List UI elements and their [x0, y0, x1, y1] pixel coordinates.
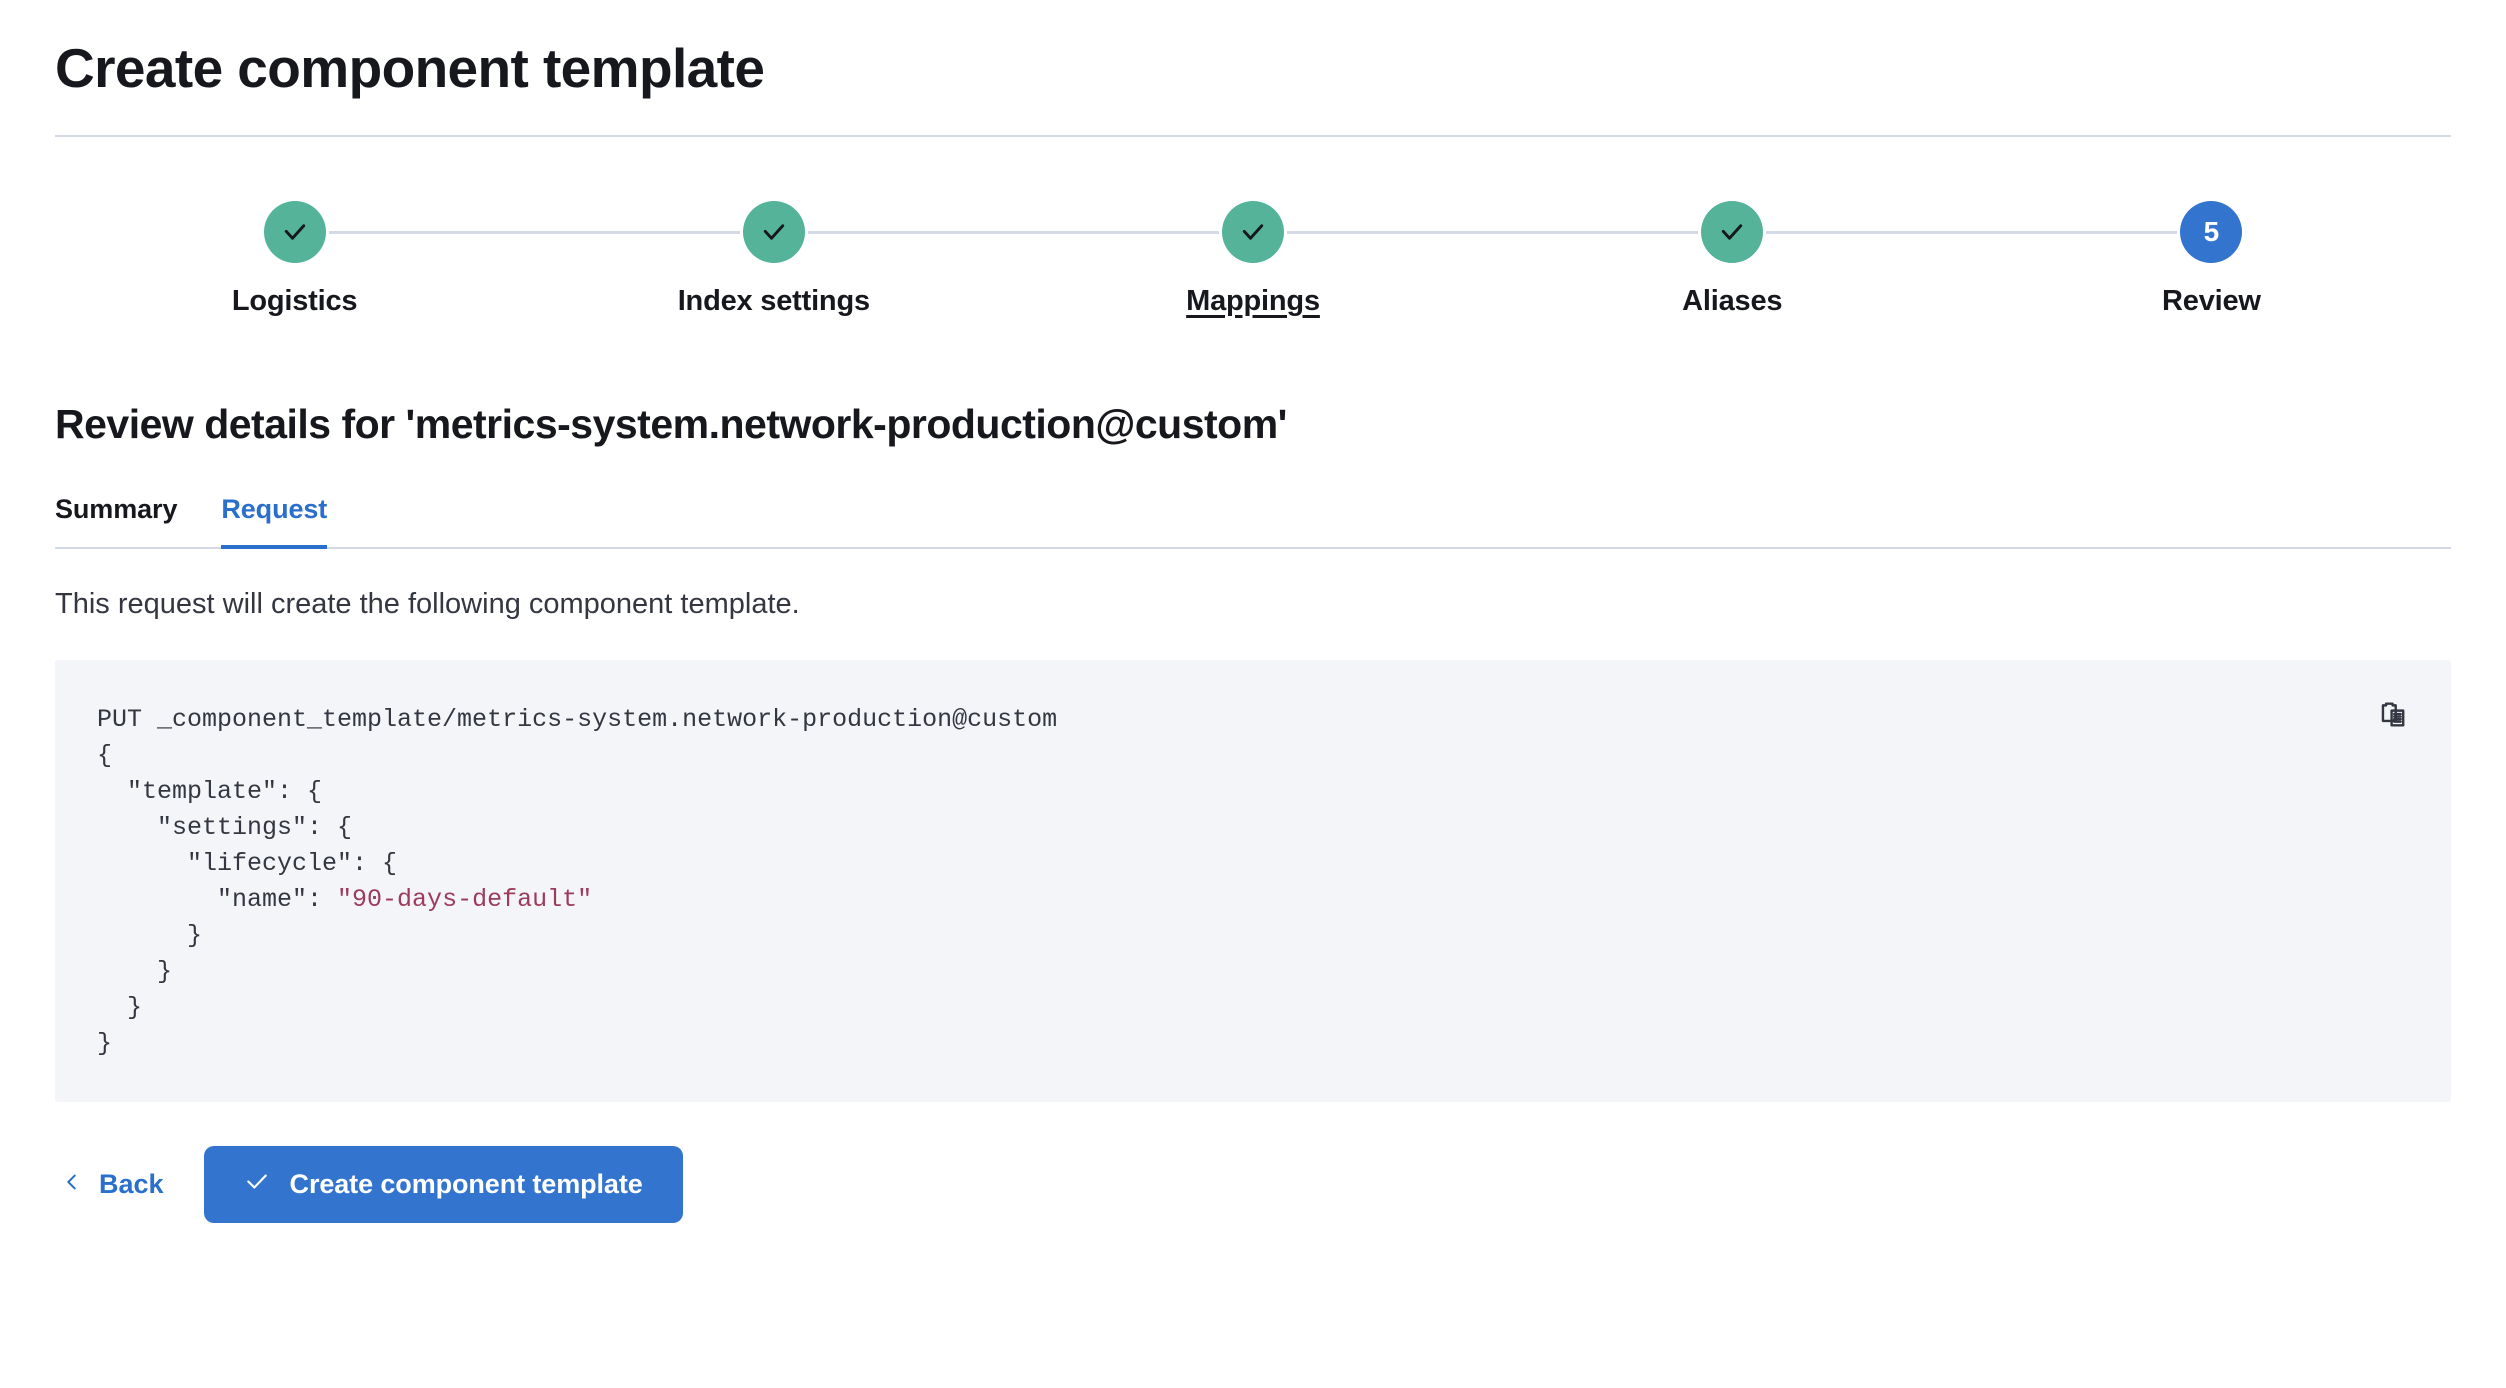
- stepper-step-label[interactable]: Logistics: [231, 284, 358, 317]
- stepper-step-label[interactable]: Mappings: [1186, 284, 1320, 317]
- step-check-icon[interactable]: [263, 200, 326, 263]
- stepper-connector-left: [1492, 230, 1699, 234]
- page-title: Create component template: [55, 37, 765, 99]
- back-button-label: Back: [99, 1168, 164, 1199]
- stepper-connector-right: [1287, 230, 1493, 234]
- code-string-value: "90-days-default": [337, 884, 593, 914]
- step-number-badge[interactable]: 5: [2180, 200, 2243, 263]
- request-code-panel: PUT _component_template/metrics-system.n…: [55, 659, 2451, 1102]
- stepper-connector-right: [328, 230, 535, 234]
- step-check-icon[interactable]: [1222, 200, 1284, 263]
- stepper-step-mappings[interactable]: Mappings: [1013, 200, 1493, 318]
- clipboard-copy-icon[interactable]: [2375, 696, 2415, 736]
- stepper-connector-left: [1013, 230, 1220, 234]
- check-icon: [244, 1168, 270, 1201]
- stepper-connector-left: [534, 230, 740, 234]
- stepper-step-label[interactable]: Aliases: [1682, 284, 1783, 317]
- step-check-icon[interactable]: [1701, 200, 1764, 263]
- wizard-footer: Back Create component template: [55, 1145, 2451, 1223]
- stepper-step-index-settings[interactable]: Index settings: [534, 200, 1014, 318]
- stepper-connector-left: [1971, 230, 2178, 234]
- stepper-step-logistics[interactable]: Logistics: [55, 200, 535, 318]
- request-intro-text: This request will create the following c…: [55, 587, 800, 620]
- stepper-step-label[interactable]: Review: [2162, 284, 2261, 317]
- create-component-template-button[interactable]: Create component template: [203, 1145, 683, 1223]
- step-check-icon[interactable]: [742, 200, 805, 263]
- stepper-connector-right: [807, 230, 1014, 234]
- back-button[interactable]: Back: [55, 1155, 170, 1214]
- stepper-step-aliases[interactable]: Aliases: [1492, 200, 1972, 318]
- review-tabs: Summary Request: [55, 494, 2451, 549]
- review-heading: Review details for 'metrics-system.netwo…: [55, 400, 1287, 447]
- tab-summary[interactable]: Summary: [55, 493, 178, 524]
- tab-request[interactable]: Request: [221, 494, 327, 549]
- stepper-connector-right: [1766, 230, 1972, 234]
- step-number: 5: [2203, 215, 2220, 247]
- chevron-left-icon: [61, 1169, 83, 1200]
- stepper-step-label[interactable]: Index settings: [677, 284, 870, 317]
- header-divider: [55, 134, 2451, 137]
- create-component-template-button-label: Create component template: [289, 1168, 643, 1199]
- request-code-text: PUT _component_template/metrics-system.n…: [97, 704, 1058, 1058]
